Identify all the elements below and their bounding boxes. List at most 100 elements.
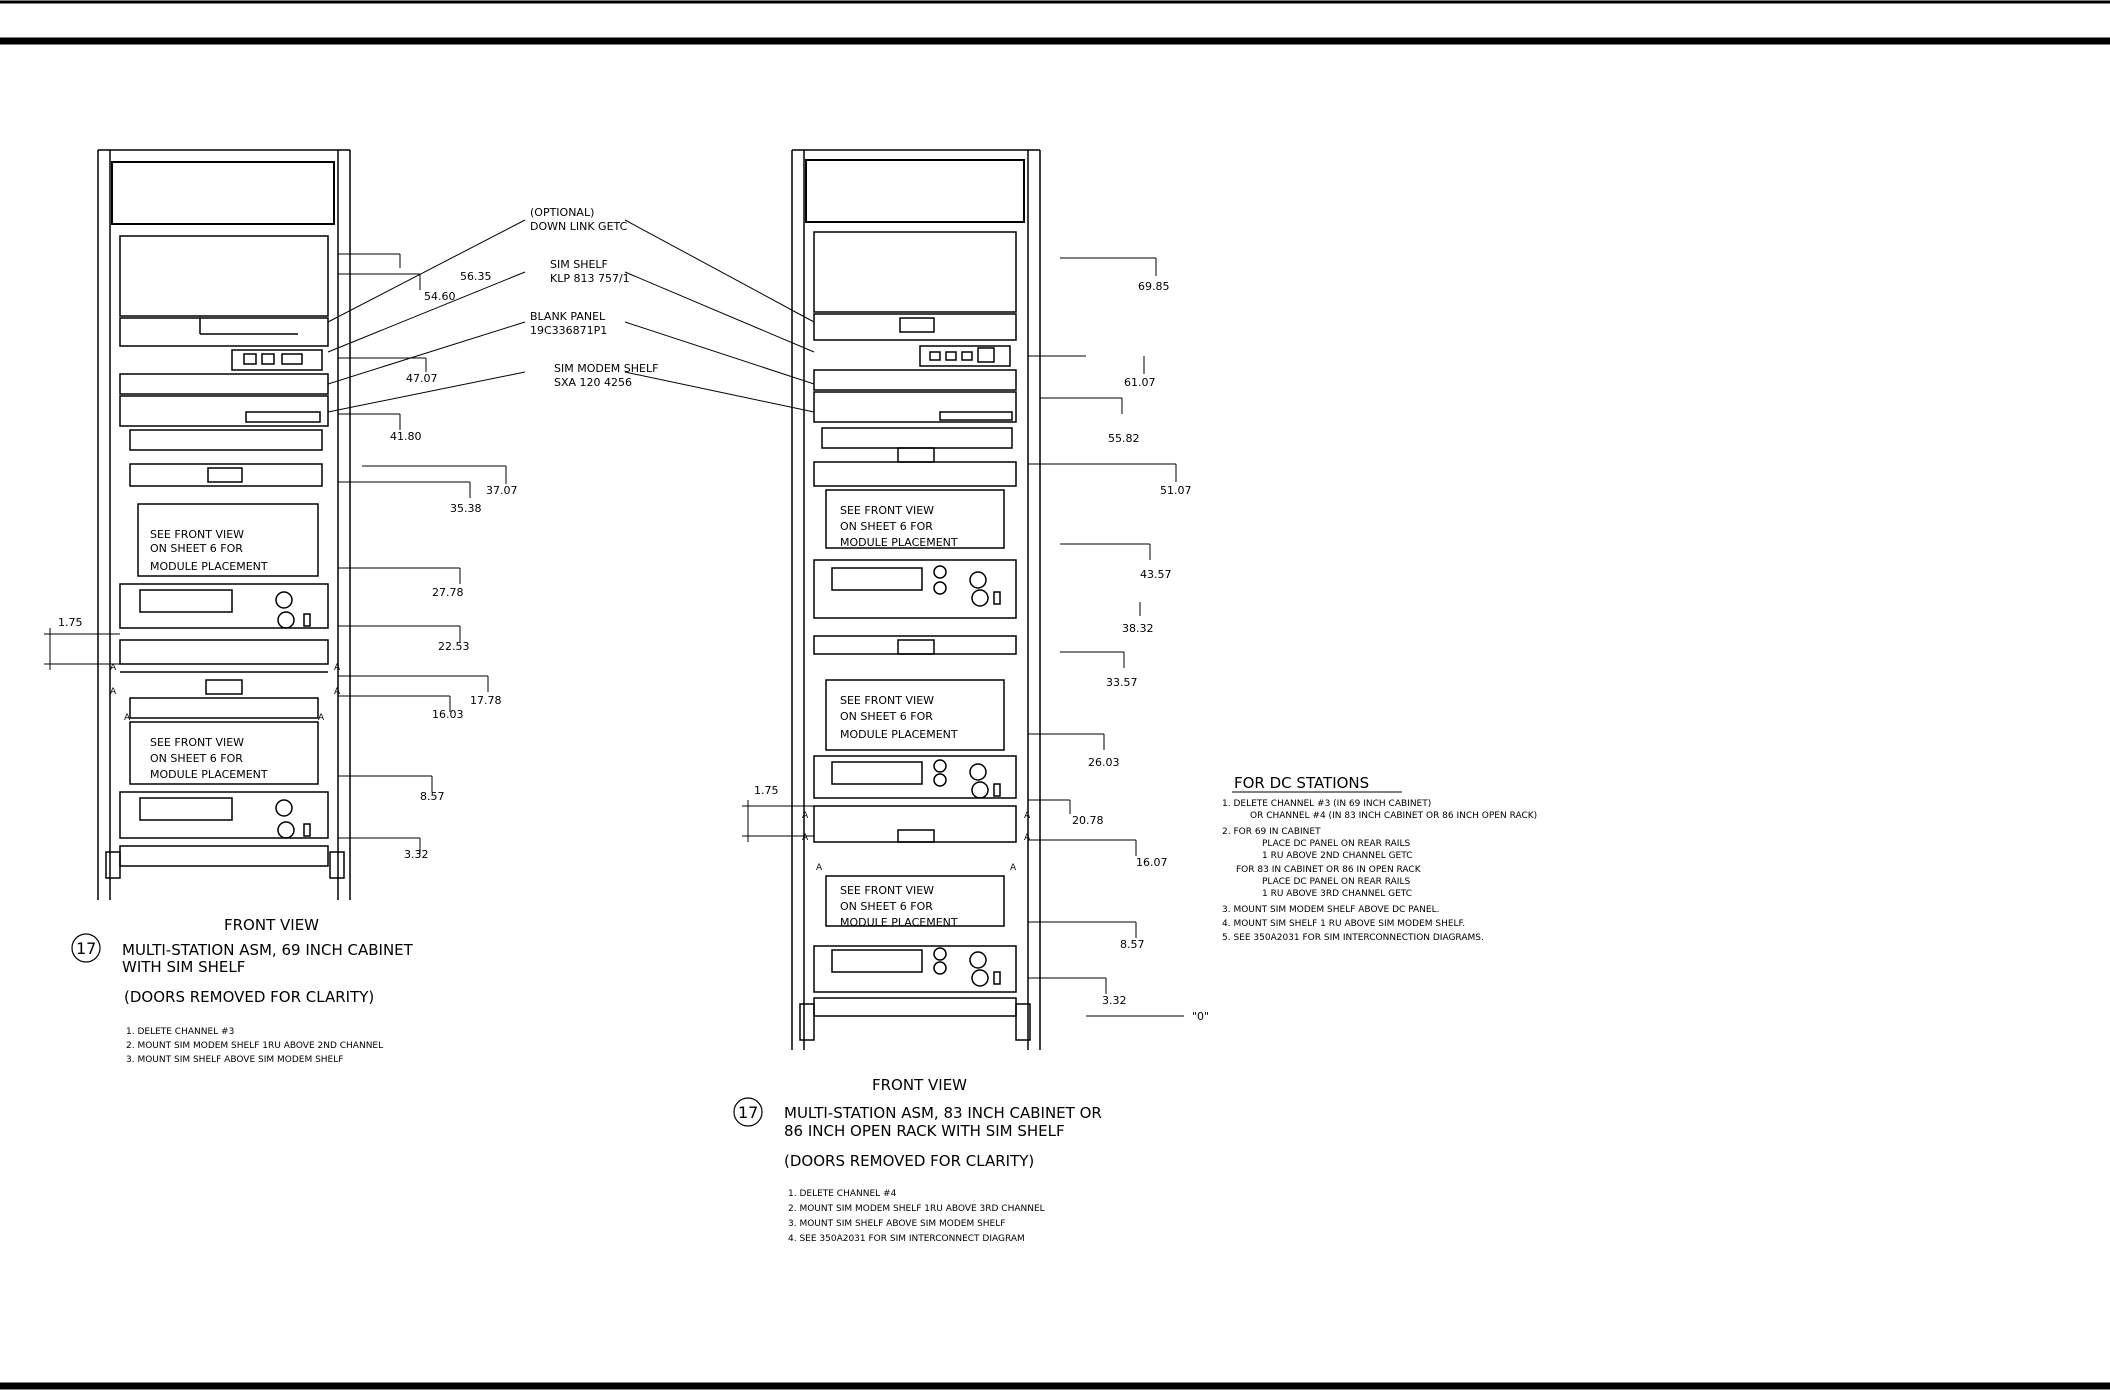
right-note-2: 2. MOUNT SIM MODEM SHELF 1RU ABOVE 3RD C… [788,1204,1045,1214]
dc-line-10: 4. MOUNT SIM SHELF 1 RU ABOVE SIM MODEM … [1222,919,1465,929]
dc-line-5: 1 RU ABOVE 2ND CHANNEL GETC [1262,851,1413,861]
dc-line-8: 1 RU ABOVE 3RD CHANNEL GETC [1262,889,1412,899]
callout-leaders [327,219,815,413]
left-note-1: 1. DELETE CHANNEL #3 [126,1027,234,1037]
callout-sim-shelf-title: SIM SHELF [550,258,608,271]
dc-line-11: 5. SEE 350A2031 FOR SIM INTERCONNECTION … [1222,933,1484,943]
left-module-2-line-2: ON SHEET 6 FOR [150,752,243,765]
dim-left-857: 8.57 [420,790,445,803]
left-module-2-line-1: SEE FRONT VIEW [150,736,244,749]
marker-right-6: A [1010,863,1017,873]
dim-right-857: 8.57 [1120,938,1145,951]
right-dimension-labels: 69.85 61.07 55.82 51.07 43.57 38.32 33.5… [754,280,1209,1023]
dim-left-3538: 35.38 [450,502,482,515]
dim-right-1607: 16.07 [1136,856,1168,869]
dim-left-332: 3.32 [404,848,429,861]
dim-right-6107: 61.07 [1124,376,1156,389]
callout-blank-panel-sub: 19C336871P1 [530,324,607,337]
right-getc-1 [813,559,1017,619]
right-module-box-1 [825,489,1005,549]
marker-left-4: A [334,687,341,697]
dim-right-zero: "0" [1192,1010,1209,1023]
dim-left-175: 1.75 [58,616,83,629]
marker-left-6: A [318,713,325,723]
right-note-4: 4. SEE 350A2031 FOR SIM INTERCONNECT DIA… [788,1234,1025,1244]
callout-optional-title: (OPTIONAL) [530,206,594,219]
left-sim-modem-shelf [119,395,329,427]
right-note-3: 3. MOUNT SIM SHELF ABOVE SIM MODEM SHELF [788,1219,1005,1229]
right-module-2-line-1: SEE FRONT VIEW [840,694,934,707]
left-module-1-line-1: SEE FRONT VIEW [150,528,244,541]
marker-left-3: A [110,687,117,697]
marker-right-5: A [816,863,823,873]
left-view-number: 17 [76,939,96,958]
marker-left-5: A [124,713,131,723]
dim-right-5107: 51.07 [1160,484,1192,497]
dim-right-332: 3.32 [1102,994,1127,1007]
dc-line-3: 2. FOR 69 IN CABINET [1222,827,1321,837]
callout-sim-modem-sub: SXA 120 4256 [554,376,632,389]
right-caption-doors: (DOORS REMOVED FOR CLARITY) [784,1152,1034,1170]
marker-right-3: A [802,833,809,843]
dim-left-1603: 16.03 [432,708,464,721]
left-optional-getc [119,235,329,317]
right-dimension-lines [742,257,1184,1017]
section-markers: A A A A A A A A A A A A [110,663,1031,873]
dim-right-2078: 20.78 [1072,814,1104,827]
left-module-1-line-2: ON SHEET 6 FOR [150,542,243,555]
right-view-number: 17 [738,1103,758,1122]
dim-right-5582: 55.82 [1108,432,1140,445]
left-blank-panel [119,373,329,395]
marker-right-1: A [802,811,809,821]
dim-left-1778: 17.78 [470,694,502,707]
left-module-box-1 [137,503,319,577]
callout-sim-shelf-sub: KLP 813 757/1 [550,272,630,285]
left-top-panel [111,161,335,225]
dim-left-2778: 27.78 [432,586,464,599]
dim-left-5635: 56.35 [460,270,492,283]
dc-line-7: PLACE DC PANEL ON REAR RAILS [1262,877,1410,887]
dim-left-4180: 41.80 [390,430,422,443]
callout-labels: (OPTIONAL) DOWN LINK GETC SIM SHELF KLP … [530,206,658,389]
right-top-panel [805,159,1025,223]
dim-right-6985: 69.85 [1138,280,1170,293]
dc-title: FOR DC STATIONS [1234,774,1369,792]
callout-sim-modem-title: SIM MODEM SHELF [554,362,658,375]
left-module-box-2 [129,721,319,785]
left-dimension-labels: 56.35 54.60 47.07 41.80 37.07 35.38 27.7… [58,270,518,861]
right-module-1-line-3: MODULE PLACEMENT [840,536,958,549]
left-rack [97,149,351,900]
right-sim-shelf [813,313,1017,341]
dim-right-3357: 33.57 [1106,676,1138,689]
left-caption: 17 FRONT VIEW MULTI-STATION ASM, 69 INCH… [71,916,414,1065]
right-module-1-line-1: SEE FRONT VIEW [840,504,934,517]
left-module-1-line-3: MODULE PLACEMENT [150,560,268,573]
right-view-number-circle [733,1097,763,1127]
dc-line-4: PLACE DC PANEL ON REAR RAILS [1262,839,1410,849]
right-getc-3 [813,945,1017,993]
right-module-2-line-3: MODULE PLACEMENT [840,728,958,741]
left-caption-line-1: MULTI-STATION ASM, 69 INCH CABINET [122,941,414,959]
right-getc-2 [813,755,1017,799]
left-caption-doors: (DOORS REMOVED FOR CLARITY) [124,988,374,1006]
right-module-1-line-2: ON SHEET 6 FOR [840,520,933,533]
callout-blank-panel-title: BLANK PANEL [530,310,606,323]
right-module-2-line-2: ON SHEET 6 FOR [840,710,933,723]
left-sim-shelf [119,317,329,347]
right-module-3-line-1: SEE FRONT VIEW [840,884,934,897]
left-view-number-circle [71,933,101,963]
right-module-box-3 [825,875,1005,927]
module-placement-notes: SEE FRONT VIEW ON SHEET 6 FOR MODULE PLA… [150,504,958,929]
dc-line-2: OR CHANNEL #4 (IN 83 INCH CABINET OR 86 … [1250,811,1537,821]
right-module-3-line-2: ON SHEET 6 FOR [840,900,933,913]
left-getc-1 [119,583,329,629]
callout-optional-sub: DOWN LINK GETC [530,220,628,233]
right-caption-line-1: MULTI-STATION ASM, 83 INCH CABINET OR [784,1104,1102,1122]
dc-line-1: 1. DELETE CHANNEL #3 (IN 69 INCH CABINET… [1222,799,1431,809]
right-view-title: FRONT VIEW [872,1076,967,1094]
left-note-3: 3. MOUNT SIM SHELF ABOVE SIM MODEM SHELF [126,1055,343,1065]
right-caption-line-2: 86 INCH OPEN RACK WITH SIM SHELF [784,1122,1065,1140]
right-blank-panel [813,369,1017,391]
dim-left-4707: 47.07 [406,372,438,385]
